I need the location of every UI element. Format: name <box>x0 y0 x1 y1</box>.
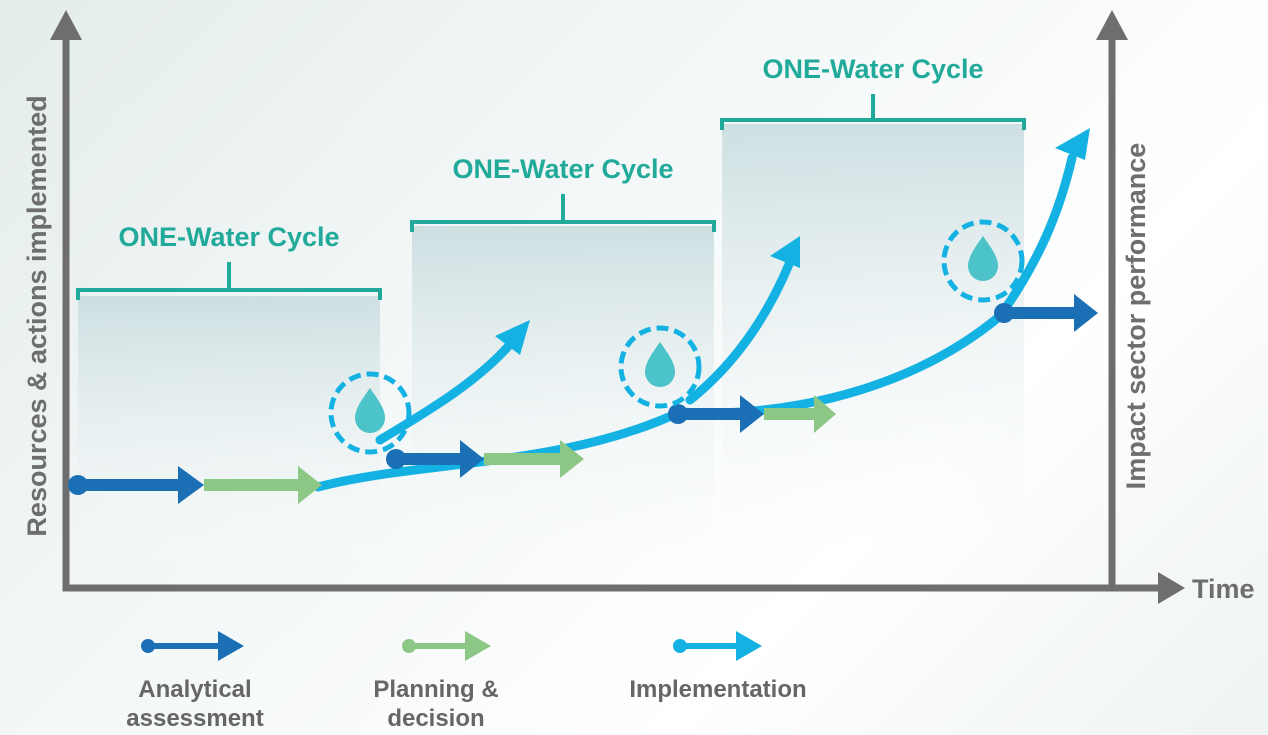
cycle-1-bracket <box>76 262 382 300</box>
step-4 <box>994 294 1098 332</box>
cycle-3-bracket <box>720 94 1026 130</box>
implementation-arrowhead-1 <box>495 320 530 355</box>
legend-implementation: Implementation <box>629 631 807 703</box>
y-axis-right-label: Impact sector performance <box>1121 143 1151 490</box>
implementation-arrowhead-3 <box>1055 128 1090 160</box>
cycle-2-bracket <box>410 194 716 232</box>
axes <box>62 40 1165 592</box>
water-drop-icon <box>645 342 675 387</box>
legend-analytical-line2: assessment <box>126 705 263 732</box>
legend-analytical-line1: Analytical <box>138 676 251 703</box>
legend-implementation-line1: Implementation <box>629 676 806 703</box>
cycle-1-title: ONE-Water Cycle <box>118 222 339 252</box>
y-axis-right-arrowhead <box>1096 10 1128 40</box>
legend-planning-line2: decision <box>387 705 484 732</box>
cycle-arrow-icon <box>328 371 412 455</box>
cycle-2-box <box>412 226 714 586</box>
legend-analytical: Analytical assessment <box>126 631 264 732</box>
step-3 <box>668 395 836 433</box>
step-1 <box>68 466 322 504</box>
y-axis-left-label: Resources & actions implemented <box>22 95 52 536</box>
water-drop-icon <box>968 236 998 281</box>
cycle-arrow-icon <box>618 325 702 409</box>
cycle-arrow-icon <box>941 219 1025 303</box>
cycle-1-box <box>78 296 380 586</box>
legend-planning-line1: Planning & <box>373 676 498 703</box>
cycle-3-box <box>722 124 1024 586</box>
cycle-3-title: ONE-Water Cycle <box>762 54 983 84</box>
implementation-arrowhead-2 <box>770 236 800 268</box>
cycle-2-title: ONE-Water Cycle <box>452 154 673 184</box>
y-axis-left-arrowhead <box>50 10 82 40</box>
x-axis-arrowhead <box>1158 572 1185 604</box>
step-2 <box>386 440 584 478</box>
water-drop-icon <box>355 388 385 433</box>
legend-planning: Planning & decision <box>373 631 499 732</box>
x-axis-label: Time <box>1192 574 1255 604</box>
